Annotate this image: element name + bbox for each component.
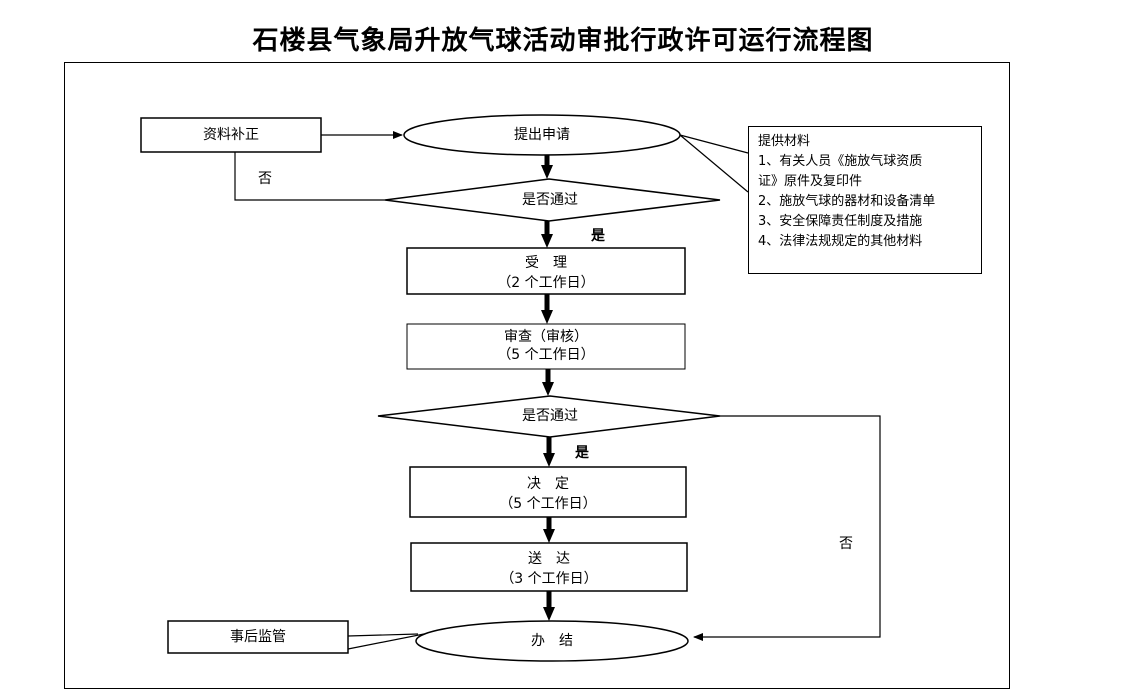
materials-item-1a: 1、有关人员《施放气球资质 xyxy=(758,154,923,169)
check2-no-to-finish-line xyxy=(693,415,881,641)
materials-item-1b: 证》原件及复印件 xyxy=(758,174,863,189)
finish-to-supervise-line-bottom xyxy=(347,633,425,650)
supervise-box xyxy=(167,620,349,654)
no-label-right: 否 xyxy=(839,536,853,552)
yes-label-2: 是 xyxy=(575,445,589,461)
deliver-label: 送 达 xyxy=(528,551,570,567)
accept-box xyxy=(406,247,686,295)
materials-item-4: 4、法律法规规定的其他材料 xyxy=(758,234,923,249)
deliver-box xyxy=(410,542,688,592)
decide-box xyxy=(409,466,687,518)
decide-label: 决 定 xyxy=(527,476,569,492)
accept-days-label: （2 个工作日） xyxy=(497,275,595,291)
finish-label: 办 结 xyxy=(531,633,573,649)
deliver-days-label: （3 个工作日） xyxy=(500,571,598,587)
review-label: 审查（审核） xyxy=(504,329,588,345)
supervise-label: 事后监管 xyxy=(230,629,286,645)
materials-item-2: 2、施放气球的器材和设备清单 xyxy=(758,194,936,209)
supplement-box xyxy=(140,117,322,153)
materials-heading: 提供材料 xyxy=(758,134,811,149)
check1-no-return-line xyxy=(234,152,385,201)
materials-box: 提供材料 1、有关人员《施放气球资质 证》原件及复印件 2、施放气球的器材和设备… xyxy=(748,126,982,274)
page-title: 石楼县气象局升放气球活动审批行政许可运行流程图 xyxy=(252,26,874,56)
yes-label-1: 是 xyxy=(591,228,605,244)
review-days-label: （5 个工作日） xyxy=(497,347,595,363)
apply-to-materials-line-top xyxy=(679,134,749,154)
review-box xyxy=(406,323,686,370)
apply-to-materials-line-bottom xyxy=(679,134,749,193)
check1-label: 是否通过 xyxy=(522,192,578,208)
finish-to-supervise-line-top xyxy=(347,633,419,637)
finish-ellipse xyxy=(415,620,689,662)
materials-item-3: 3、安全保障责任制度及措施 xyxy=(758,214,923,229)
apply-label: 提出申请 xyxy=(514,127,570,143)
no-label-top: 否 xyxy=(258,171,272,187)
decide-days-label: （5 个工作日） xyxy=(499,496,597,512)
check2-label: 是否通过 xyxy=(522,408,578,424)
check1-diamond xyxy=(384,178,721,222)
accept-label: 受 理 xyxy=(525,255,567,271)
diagram-frame xyxy=(64,62,1010,689)
supplement-label: 资料补正 xyxy=(203,127,259,143)
